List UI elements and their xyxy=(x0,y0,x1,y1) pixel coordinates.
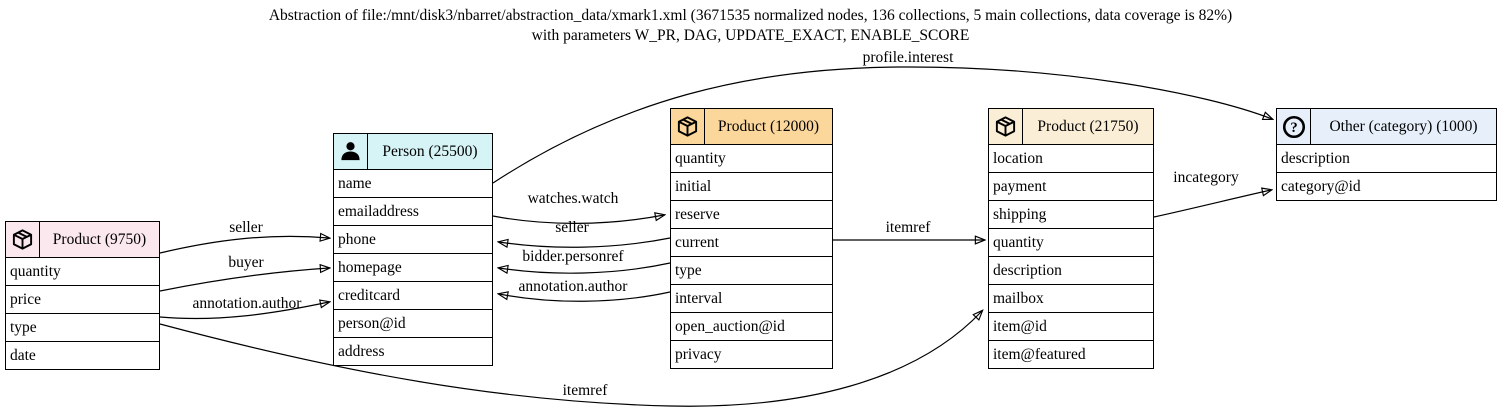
entity-product-12000: Product (12000) quantity initial reserve… xyxy=(670,108,833,369)
edge-label-itemref-mid: itemref xyxy=(885,219,931,236)
entity-header: ? Other (category) (1000) xyxy=(1277,109,1496,144)
edge-bidder-personref xyxy=(499,262,671,273)
entity-header: Product (12000) xyxy=(671,109,832,144)
edge-label-itemref-bottom: itemref xyxy=(562,382,608,399)
field-row: description xyxy=(989,256,1153,284)
field-row: open_auction@id xyxy=(671,312,832,340)
entity-other-category-1000: ? Other (category) (1000) description ca… xyxy=(1276,108,1497,201)
edge-label-profile-interest: profile.interest xyxy=(862,49,954,66)
field-row: address xyxy=(334,337,492,365)
field-row: quantity xyxy=(671,144,832,172)
edge-profile-interest xyxy=(492,66,1272,184)
field-row: category@id xyxy=(1277,172,1496,200)
edge-label-seller-mid: seller xyxy=(555,219,589,236)
package-icon xyxy=(989,109,1023,144)
diagram-title-line1: Abstraction of file:/mnt/disk3/nbarret/a… xyxy=(268,7,1233,24)
field-row: interval xyxy=(671,284,832,312)
entity-title: Other (category) (1000) xyxy=(1329,117,1478,135)
edge-annotation-author-9750 xyxy=(159,302,329,320)
edge-watches-watch xyxy=(492,215,664,224)
field-row: homepage xyxy=(334,253,492,281)
field-row: shipping xyxy=(989,200,1153,228)
field-row: creditcard xyxy=(334,281,492,309)
entity-header: Person (25500) xyxy=(334,134,492,169)
edge-itemref-9750-21750 xyxy=(159,311,982,407)
entity-product-9750: Product (9750) quantity price type date xyxy=(5,221,160,370)
edge-label-buyer: buyer xyxy=(228,254,264,271)
edge-label-seller-left: seller xyxy=(229,219,263,236)
field-row: type xyxy=(671,256,832,284)
field-row: mailbox xyxy=(989,284,1153,312)
entity-header: Product (9750) xyxy=(6,222,159,257)
field-row: payment xyxy=(989,172,1153,200)
entity-title: Person (25500) xyxy=(382,142,478,160)
question-icon: ? xyxy=(1277,109,1311,144)
entity-title: Product (9750) xyxy=(52,230,147,248)
field-row: type xyxy=(6,313,159,341)
field-row: item@id xyxy=(989,312,1153,340)
diagram-title-line2: with parameters W_PR, DAG, UPDATE_EXACT,… xyxy=(531,27,970,44)
edge-buyer-9750-person xyxy=(159,268,329,292)
field-row: emailaddress xyxy=(334,197,492,225)
entity-title: Product (21750) xyxy=(1037,117,1139,135)
field-row: description xyxy=(1277,144,1496,172)
edge-annotation-author-12000 xyxy=(499,292,671,302)
package-icon xyxy=(671,109,705,144)
edge-incategory xyxy=(1153,190,1271,218)
field-row: current xyxy=(671,228,832,256)
entity-product-21750: Product (21750) location payment shippin… xyxy=(988,108,1154,369)
svg-text:?: ? xyxy=(1290,120,1297,136)
edge-label-bidder-personref: bidder.personref xyxy=(522,248,624,265)
person-icon xyxy=(334,134,368,169)
edge-label-annotation-author-mid: annotation.author xyxy=(518,278,628,295)
field-row: price xyxy=(6,285,159,313)
field-row: item@featured xyxy=(989,340,1153,368)
diagram-title: Abstraction of file:/mnt/disk3/nbarret/a… xyxy=(0,6,1501,46)
field-row: reserve xyxy=(671,200,832,228)
field-row: quantity xyxy=(6,257,159,285)
edge-label-incategory: incategory xyxy=(1173,169,1239,186)
field-row: location xyxy=(989,144,1153,172)
edge-label-watches-watch: watches.watch xyxy=(527,190,619,207)
entity-person-25500: Person (25500) name emailaddress phone h… xyxy=(333,133,493,366)
field-row: name xyxy=(334,169,492,197)
field-row: quantity xyxy=(989,228,1153,256)
field-row: phone xyxy=(334,225,492,253)
edge-seller-12000-person xyxy=(499,237,671,247)
field-row: privacy xyxy=(671,340,832,368)
edge-seller-9750-person xyxy=(159,236,329,254)
field-row: person@id xyxy=(334,309,492,337)
entity-title: Product (12000) xyxy=(717,117,820,135)
entity-header: Product (21750) xyxy=(989,109,1153,144)
field-row: date xyxy=(6,341,159,369)
package-icon xyxy=(6,222,40,257)
field-row: initial xyxy=(671,172,832,200)
edge-label-annotation-author-left: annotation.author xyxy=(192,295,302,312)
